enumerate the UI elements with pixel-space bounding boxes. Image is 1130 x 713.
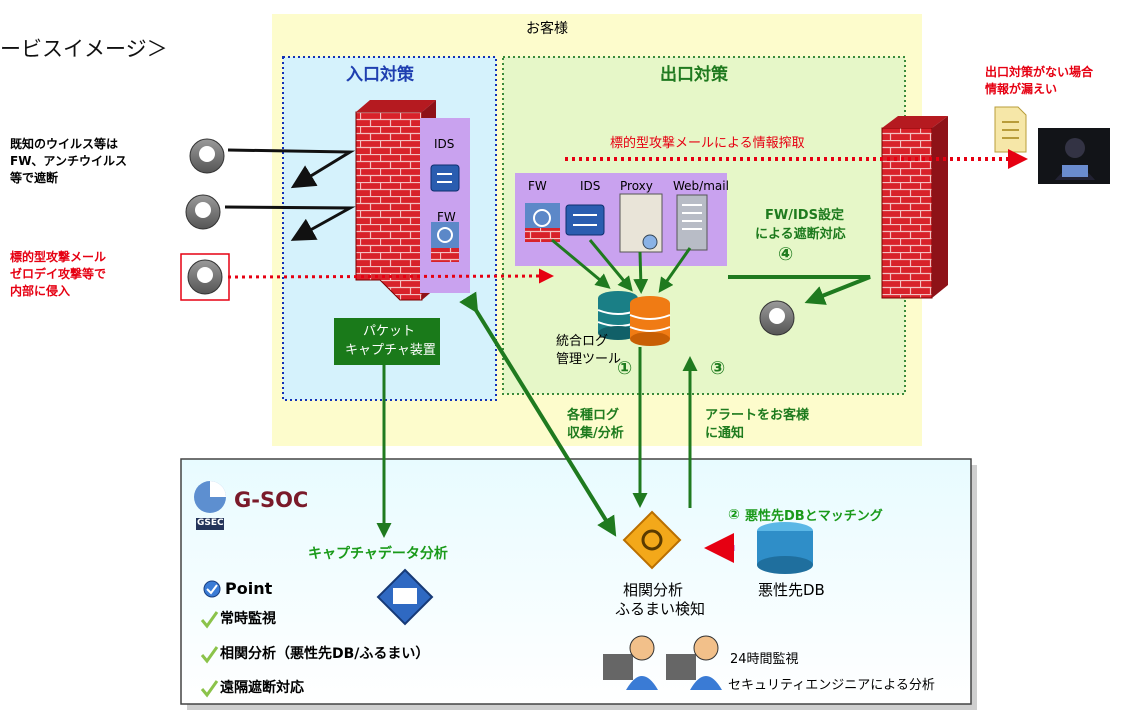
- step-4: ④: [778, 244, 794, 265]
- gsoc-title: G-SOC: [234, 488, 309, 512]
- ids-device-icon-exit: [565, 204, 605, 236]
- correlation-line1: 相関分析: [623, 581, 684, 599]
- matching-label: 悪性先DBとマッチング: [745, 509, 883, 524]
- exit-device-webmail: Web/mail: [673, 179, 729, 193]
- leak-note-line2: 情報が漏えい: [985, 82, 1058, 96]
- targeted-note-line3: 内部に侵入: [10, 284, 71, 298]
- operator-icon-1: [603, 635, 658, 690]
- capture-analysis-label: キャプチャデータ分析: [308, 546, 448, 562]
- packet-capture-box: [334, 318, 440, 365]
- step-1: ①: [617, 358, 633, 379]
- entrance-title: 入口対策: [346, 65, 414, 85]
- document-icon: [994, 106, 1027, 153]
- check-item-3: 遠隔遮断対応: [220, 680, 304, 696]
- correlation-gear-icon: [622, 510, 682, 570]
- step-3: ③: [710, 358, 726, 379]
- packet-capture-line2: キャプチャ装置: [345, 343, 436, 358]
- known-virus-note-line3: 等で遮断: [10, 171, 59, 185]
- check-item-1: 常時監視: [220, 611, 276, 627]
- leak-note-line1: 出口対策がない場合: [985, 65, 1094, 79]
- operator-icon-2: [666, 635, 722, 690]
- bad-db-icon: [757, 522, 813, 574]
- customer-label: お客様: [526, 21, 568, 37]
- exit-device-proxy: Proxy: [620, 179, 653, 193]
- exit-device-fw: FW: [528, 179, 547, 193]
- bad-db-label: 悪性先DB: [758, 581, 825, 599]
- entrance-firewall: [355, 111, 423, 301]
- exit-firewall: [881, 127, 933, 299]
- check-icon-1: [200, 611, 219, 629]
- point-icon: [203, 580, 221, 598]
- monitor-24h-label: 24時間監視: [730, 652, 799, 667]
- targeted-note-line1: 標的型攻撃メール: [10, 250, 107, 264]
- known-virus-note-line1: 既知のウイルス等は: [10, 137, 119, 151]
- exit-device-ids: IDS: [580, 179, 601, 193]
- virus-icon-blocked: [759, 300, 795, 336]
- alert-note-line2: に通知: [705, 426, 745, 441]
- virus-icon-2: [185, 194, 221, 230]
- attack-note: 標的型攻撃メールによる情報搾取: [610, 136, 805, 151]
- fwids-setting-line1: FW/IDS設定: [765, 208, 844, 223]
- entrance-ids-label: IDS: [434, 137, 455, 151]
- step-2: ②: [728, 507, 740, 523]
- packet-capture-line1: パケット: [363, 324, 416, 339]
- correlation-line2: ふるまい検知: [615, 600, 706, 618]
- point-label: Point: [225, 579, 273, 598]
- virus-icon-3: [187, 259, 223, 295]
- exit-title: 出口対策: [660, 65, 728, 85]
- logs-note-line1: 各種ログ: [567, 408, 620, 423]
- log-tool-line1: 統合ログ: [556, 334, 609, 349]
- known-virus-note-line2: FW、アンチウイルス: [10, 154, 127, 168]
- gsoc-logo-text: GSEC: [197, 518, 224, 528]
- entrance-device-panel: [420, 118, 470, 293]
- targeted-note-line2: ゼロデイ攻撃等で: [10, 267, 107, 281]
- virus-icon-1: [189, 138, 225, 174]
- log-db-orange-icon: [629, 296, 671, 346]
- fwids-setting-line2: による遮断対応: [755, 227, 846, 242]
- ids-device-icon: [430, 164, 460, 192]
- gsoc-logo-icon: [194, 481, 226, 530]
- log-tool-line2: 管理ツール: [556, 352, 622, 367]
- check-icon-3: [200, 680, 219, 698]
- check-item-2: 相関分析（悪性先DB/ふるまい）: [220, 646, 430, 662]
- page-title: ービスイメージ＞: [0, 37, 168, 61]
- logs-note-line2: 収集/分析: [567, 426, 624, 441]
- check-icon-2: [200, 646, 219, 664]
- web-mail-server-icon: [676, 194, 708, 251]
- engineer-label: セキュリティエンジニアによる分析: [728, 678, 935, 693]
- hacker-icon: [1038, 128, 1110, 184]
- capture-analysis-icon: [376, 568, 434, 626]
- entrance-fw-label: FW: [437, 210, 456, 224]
- alert-note-line1: アラートをお客様: [705, 408, 810, 423]
